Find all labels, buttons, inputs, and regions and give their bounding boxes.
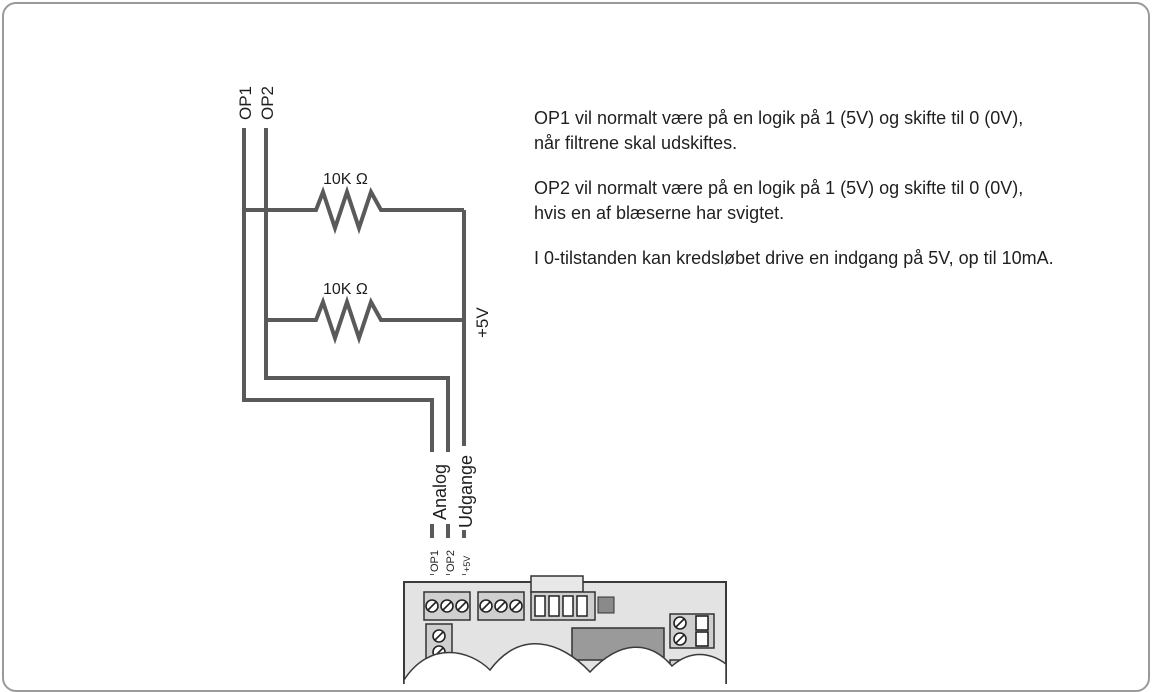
- circuit-board: [403, 575, 727, 684]
- analog-label-bg: [426, 452, 454, 524]
- op1-wire: [242, 128, 434, 575]
- plug-connector-top: [530, 575, 584, 593]
- terminal-screws-outputs: [425, 599, 469, 613]
- resistor-1-label: 10K Ω: [323, 171, 368, 188]
- led-indicator: [597, 596, 615, 614]
- description-zero-state: I 0-tilstanden kan kredsløbet drive en i…: [534, 248, 1054, 268]
- udgange-label: Udgange: [456, 455, 476, 528]
- pin-5v-label: +5V: [462, 556, 472, 572]
- terminal-screws-2: [479, 599, 523, 613]
- plus5v-label: +5V: [473, 307, 492, 338]
- torn-edge: [403, 643, 727, 684]
- resistor-2-label: 10K Ω: [323, 281, 368, 298]
- pin-op1-label: OP1: [429, 550, 441, 572]
- description: OP1 vil normalt være på en logik på 1 (5…: [534, 106, 1054, 291]
- resistor-1-wire: [244, 185, 464, 235]
- analog-label: Analog: [430, 464, 450, 520]
- pin-label-bg: [425, 538, 475, 574]
- op2-label: OP2: [258, 86, 277, 120]
- op1-label: OP1: [236, 86, 255, 120]
- udgange-label-bg: [454, 446, 478, 530]
- resistor-2-wire: [266, 295, 464, 345]
- pin-op2-label: OP2: [445, 550, 457, 572]
- description-op1: OP1 vil normalt være på en logik på 1 (5…: [534, 108, 1024, 153]
- description-op2: OP2 vil normalt være på en logik på 1 (5…: [534, 178, 1024, 223]
- plug-pins: [534, 595, 588, 617]
- op2-wire: [264, 128, 450, 575]
